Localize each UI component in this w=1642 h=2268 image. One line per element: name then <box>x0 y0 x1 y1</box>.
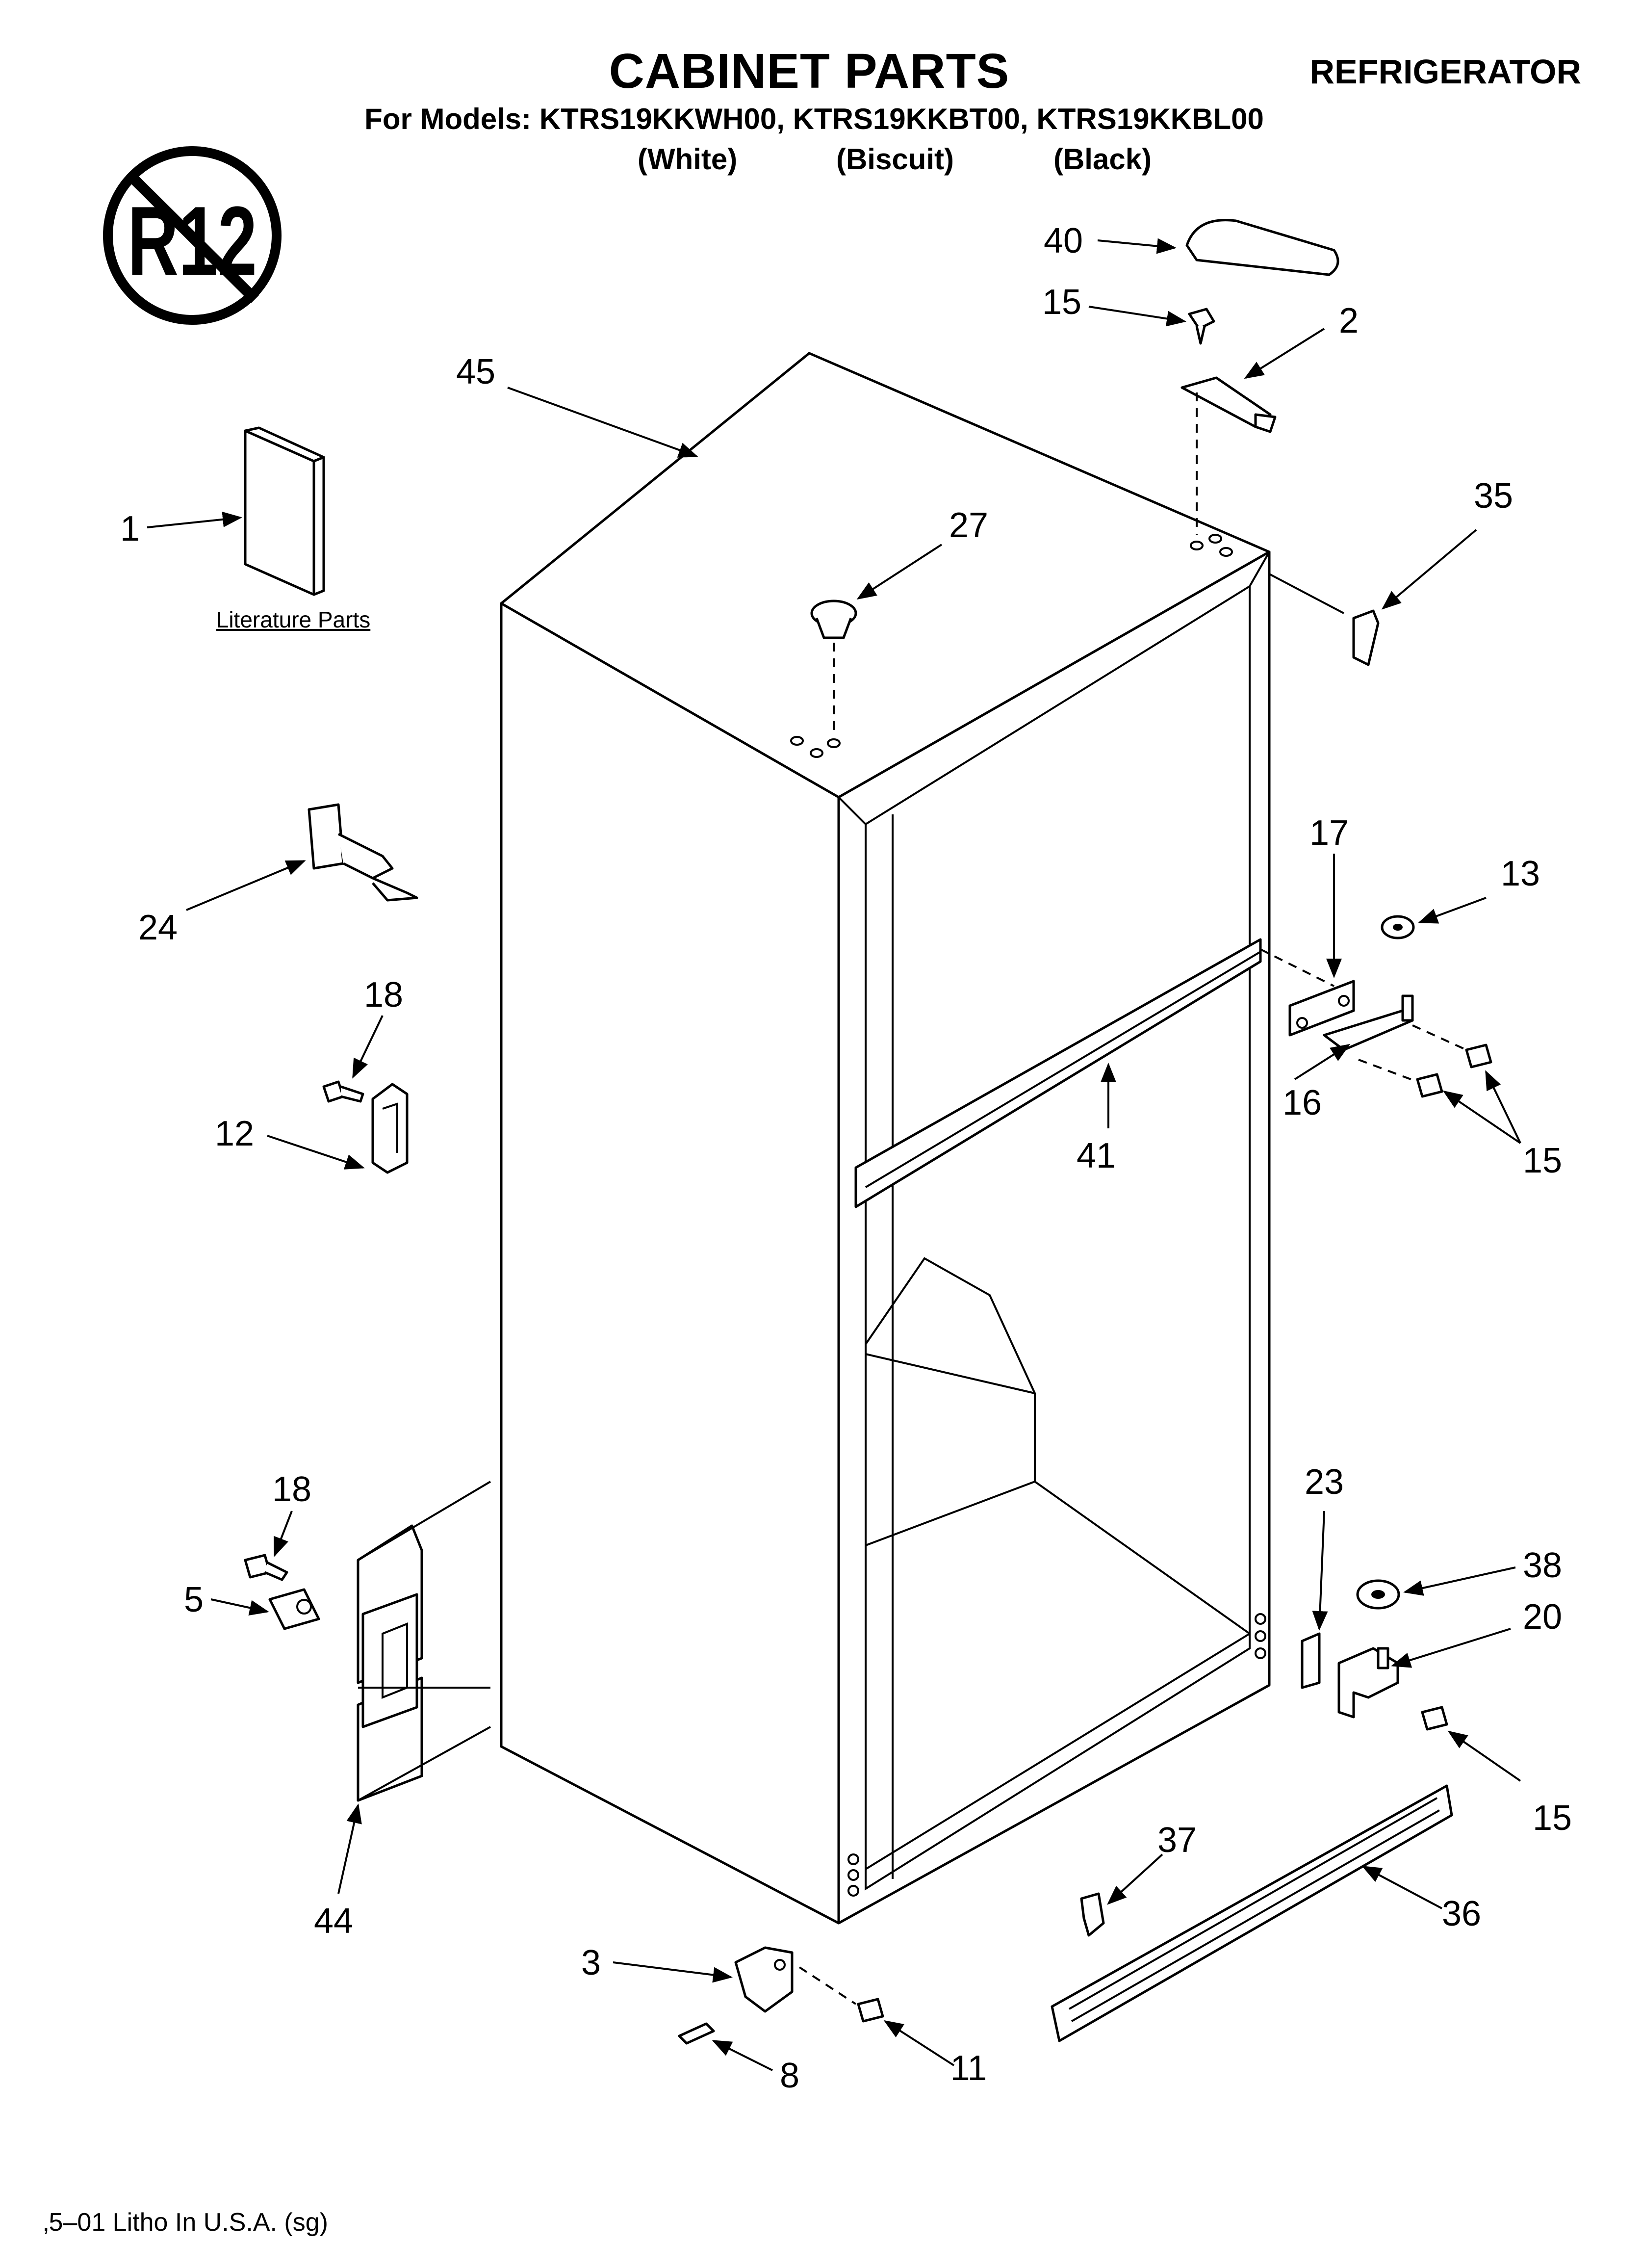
callout-18-upper: 18 <box>364 975 403 1015</box>
callout-45: 45 <box>456 352 495 391</box>
hinge-cover <box>1185 219 1339 276</box>
color-black: (Black) <box>1053 143 1152 176</box>
grille-clip <box>1080 1892 1105 1937</box>
color-biscuit: (Biscuit) <box>836 143 954 176</box>
door-stop <box>308 803 418 902</box>
callout-16: 16 <box>1283 1083 1322 1122</box>
callout-11: 11 <box>950 2049 987 2088</box>
center-hinge-screws <box>1416 1043 1492 1098</box>
callout-27: 27 <box>949 506 988 545</box>
center-hinge-shim <box>1288 980 1355 1037</box>
bottom-hinge-screw <box>1421 1706 1448 1731</box>
callout-12: 12 <box>215 1114 254 1153</box>
hinge-shim <box>1352 609 1380 666</box>
callout-35: 35 <box>1474 476 1513 516</box>
callout-17: 17 <box>1309 813 1349 853</box>
door-closure-bracket <box>357 1481 491 1802</box>
callout-40: 40 <box>1044 221 1083 261</box>
callout-13: 13 <box>1501 854 1540 893</box>
callout-3: 3 <box>581 1943 601 1982</box>
callout-15-bottom: 15 <box>1533 1799 1572 1838</box>
center-hinge <box>1323 994 1414 1051</box>
callout-18-lower: 18 <box>272 1470 311 1509</box>
page-title: CABINET PARTS <box>609 44 1010 99</box>
bottom-hinge <box>1337 1647 1399 1719</box>
bottom-hinge-shim <box>1301 1632 1321 1689</box>
upper-screw <box>322 1080 364 1103</box>
leveling-pin <box>678 2022 715 2045</box>
callout-15-middle: 15 <box>1523 1141 1562 1180</box>
callout-15-top: 15 <box>1042 283 1081 322</box>
top-hinge <box>1180 376 1277 535</box>
literature-pack <box>244 426 325 596</box>
callout-23: 23 <box>1305 1462 1344 1502</box>
leveling-screw <box>857 1998 884 2023</box>
callout-44: 44 <box>314 1902 353 1941</box>
upper-clip <box>371 1083 409 1174</box>
lower-clamp <box>268 1588 320 1630</box>
literature-parts-label: Literature Parts <box>216 607 371 632</box>
no-r12-icon: R12 <box>103 146 282 325</box>
callout-8: 8 <box>780 2056 799 2095</box>
print-footer: ‚5–01 Litho In U.S.A. (sg) <box>43 2208 328 2237</box>
callout-38: 38 <box>1523 1546 1562 1585</box>
bottom-hinge-bushing <box>1356 1579 1400 1610</box>
callout-37: 37 <box>1157 1821 1197 1860</box>
model-list: For Models: KTRS19KKWH00, KTRS19KKBT00, … <box>364 103 1264 135</box>
callout-1: 1 <box>120 509 140 548</box>
leveling-leg <box>734 1946 794 2013</box>
callout-24: 24 <box>138 908 178 947</box>
toe-grille <box>1051 1784 1453 2042</box>
leader-lines <box>147 238 1521 2071</box>
callout-5: 5 <box>184 1580 204 1619</box>
callout-36: 36 <box>1442 1894 1481 1933</box>
lower-left-screw <box>244 1554 288 1581</box>
hinge-screw-top <box>1188 308 1215 345</box>
callout-20: 20 <box>1523 1597 1562 1637</box>
appliance-category: REFRIGERATOR <box>1309 52 1581 91</box>
top-plug <box>810 600 857 736</box>
center-hinge-bushing <box>1381 915 1415 939</box>
callout-2: 2 <box>1339 301 1359 340</box>
callout-41: 41 <box>1077 1136 1116 1175</box>
color-white: (White) <box>638 143 738 176</box>
refrigerator-cabinet <box>500 352 1271 1925</box>
